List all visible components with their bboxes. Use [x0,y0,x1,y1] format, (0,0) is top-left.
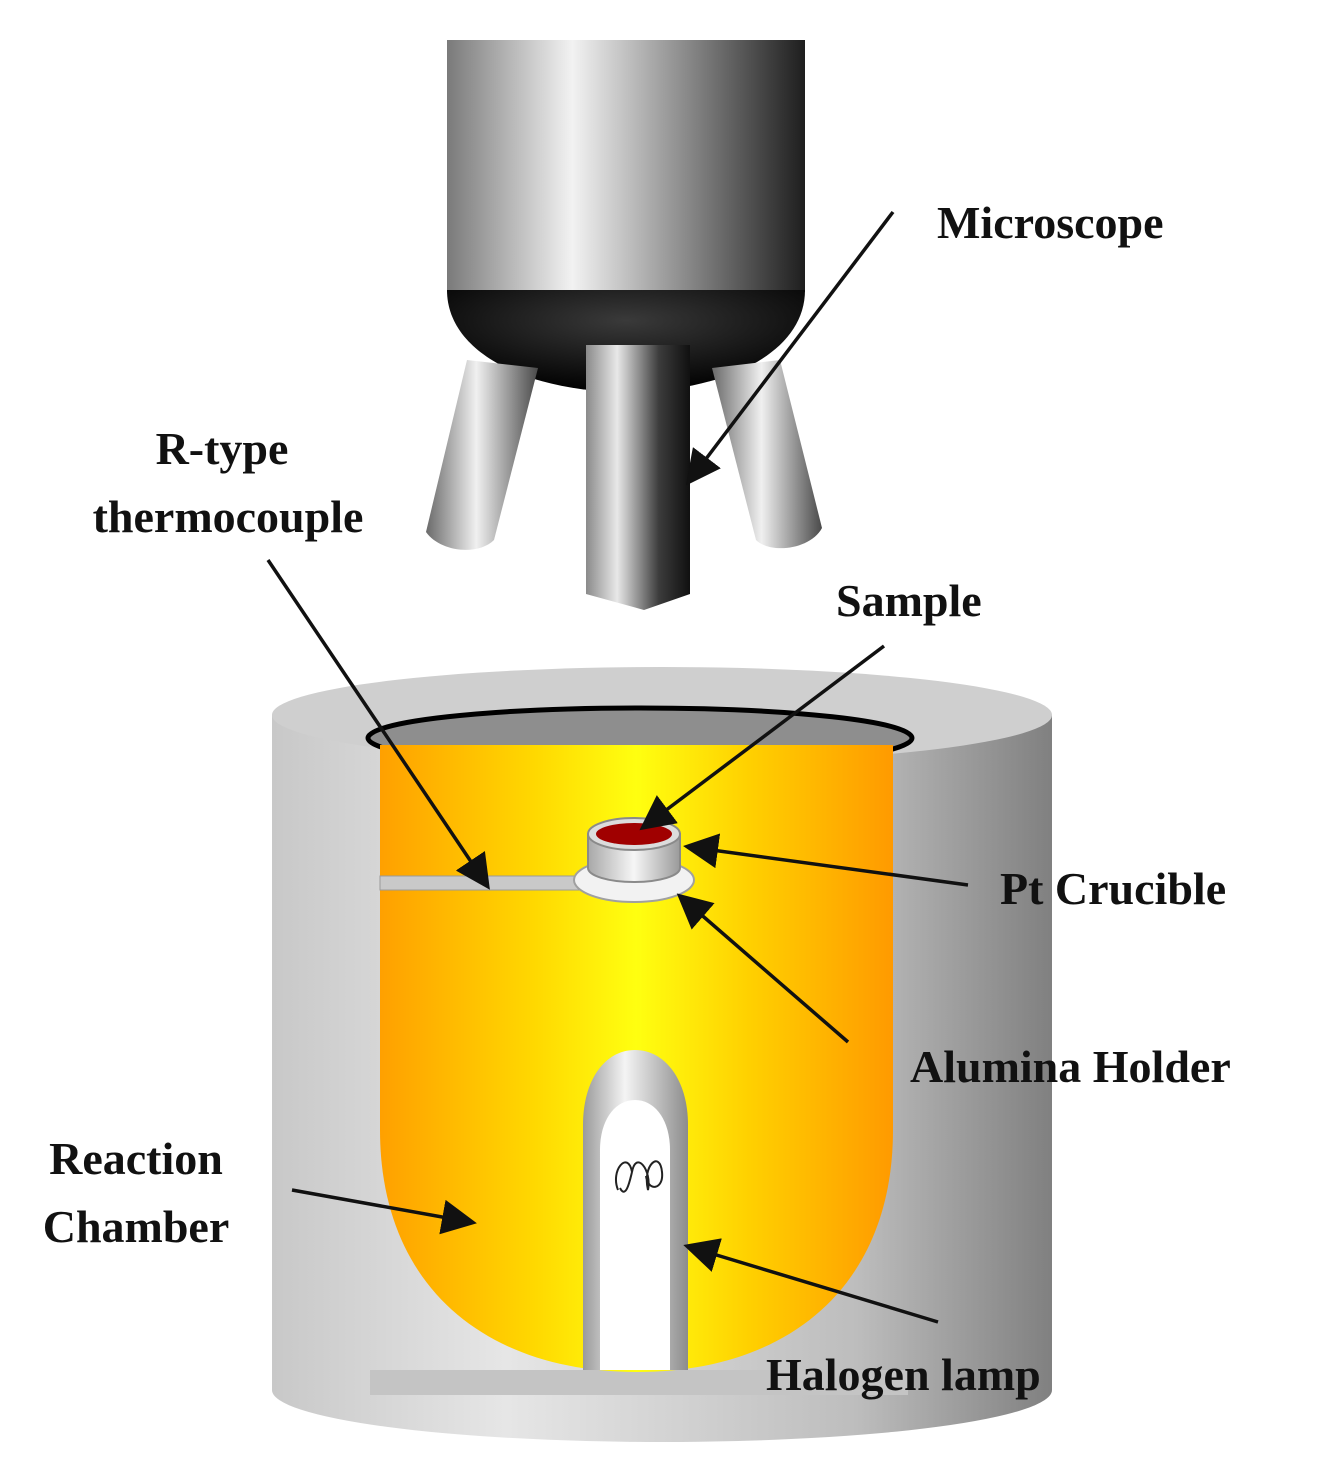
furnace [272,667,1052,1442]
sample-disk [596,823,672,845]
label-sample: Sample [836,575,982,626]
furnace-inner-floor [370,1370,908,1395]
label-chamber-line1: Reaction [49,1133,223,1184]
objective-right [712,360,822,549]
lamp-filament-icon [615,1160,664,1193]
arrow-sample [639,644,886,831]
arrow-microscope [685,210,895,486]
arrow-crucible [683,833,969,887]
arrow-thermocouple [266,559,490,890]
label-chamber-line2: Chamber [43,1201,230,1252]
microscope [426,40,822,610]
label-thermocouple-line2: thermocouple [93,491,364,542]
arrow-holder [676,893,850,1044]
microscope-body [447,40,805,292]
label-microscope: Microscope [937,197,1164,248]
halogen-lamp-inner [600,1100,670,1370]
objective-center [586,345,690,610]
objective-left [426,360,538,550]
leader-arrows [266,210,969,1324]
label-holder: Alumina Holder [910,1041,1231,1092]
arrow-lamp [683,1238,939,1324]
arrow-chamber [291,1188,477,1235]
microscope-nosepiece [447,290,805,392]
labels: Microscope R-type thermocouple Sample Pt… [43,197,1231,1400]
label-thermocouple-line1: R-type [156,423,289,474]
label-crucible: Pt Crucible [1000,863,1226,914]
label-lamp: Halogen lamp [766,1349,1041,1400]
